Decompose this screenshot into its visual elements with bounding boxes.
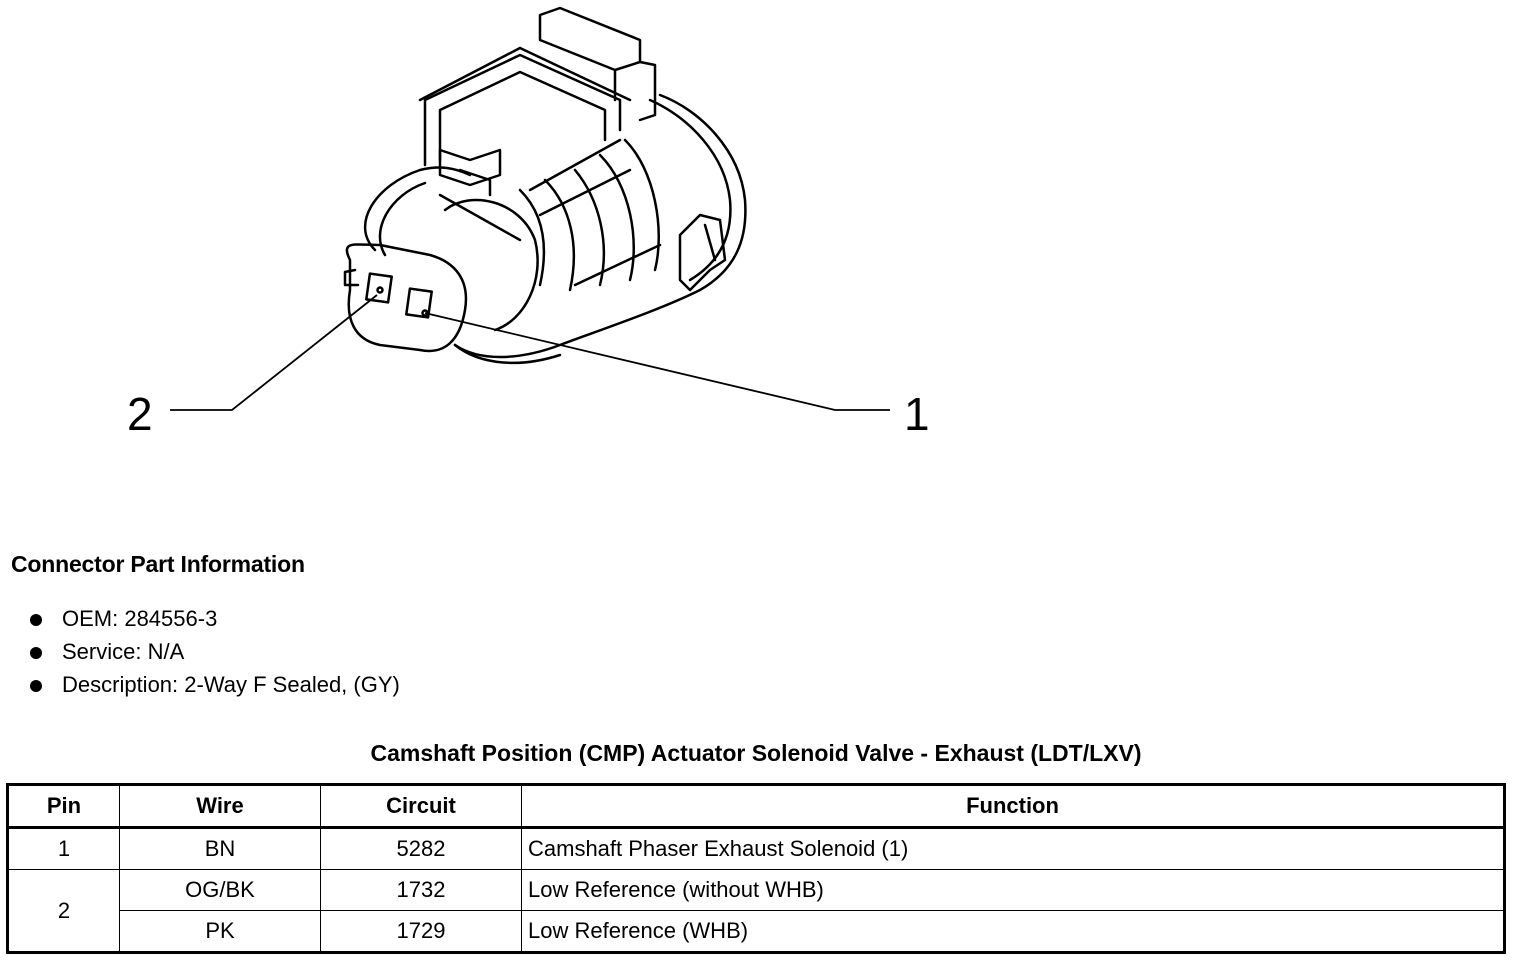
header-circuit: Circuit (320, 784, 522, 829)
list-item: Description: 2-Way F Sealed, (GY) (0, 670, 400, 703)
cell-pin: 2 (7, 869, 120, 953)
table-row: 2 OG/BK 1732 Low Reference (without WHB) (7, 869, 1505, 953)
cell-pin: 1 (7, 827, 120, 870)
bullet-icon (30, 680, 42, 692)
callout-pin-1: 1 (904, 388, 930, 440)
cell-circuit: 1729 (320, 910, 522, 953)
connector-info-list: OEM: 284556-3 Service: N/A Description: … (0, 604, 400, 703)
cell-circuit: 5282 (320, 827, 522, 870)
table-row: 1 BN 5282 Camshaft Phaser Exhaust Soleno… (7, 827, 1505, 870)
pin-table: Pin Wire Circuit Function 1 BN 5282 Cams… (6, 783, 1506, 954)
cell-function: Camshaft Phaser Exhaust Solenoid (1) (521, 827, 1505, 870)
table-row: PK 1729 Low Reference (WHB) (8, 910, 1505, 953)
cell-function: Low Reference (without WHB) (521, 869, 1505, 911)
cell-circuit: 1732 (320, 869, 522, 911)
table-title: Camshaft Position (CMP) Actuator Solenoi… (370, 740, 1142, 766)
bullet-icon (30, 647, 42, 659)
cell-wire: PK (119, 910, 321, 953)
connector-info-heading: Connector Part Information (11, 551, 305, 577)
connector-illustration (170, 6, 890, 411)
list-item: Service: N/A (0, 637, 400, 670)
cell-wire: BN (119, 827, 321, 870)
table-header-row: Pin Wire Circuit Function (7, 784, 1505, 829)
header-pin: Pin (7, 784, 120, 829)
cell-function: Low Reference (WHB) (521, 910, 1505, 953)
header-function: Function (521, 784, 1505, 829)
bullet-icon (30, 614, 42, 626)
description-info: Description: 2-Way F Sealed, (GY) (62, 672, 400, 697)
oem-info: OEM: 284556-3 (62, 606, 218, 631)
cell-wire: OG/BK (119, 869, 321, 911)
header-wire: Wire (119, 784, 321, 829)
callout-pin-2: 2 (127, 388, 153, 440)
service-info: Service: N/A (62, 639, 185, 664)
list-item: OEM: 284556-3 (0, 604, 400, 637)
